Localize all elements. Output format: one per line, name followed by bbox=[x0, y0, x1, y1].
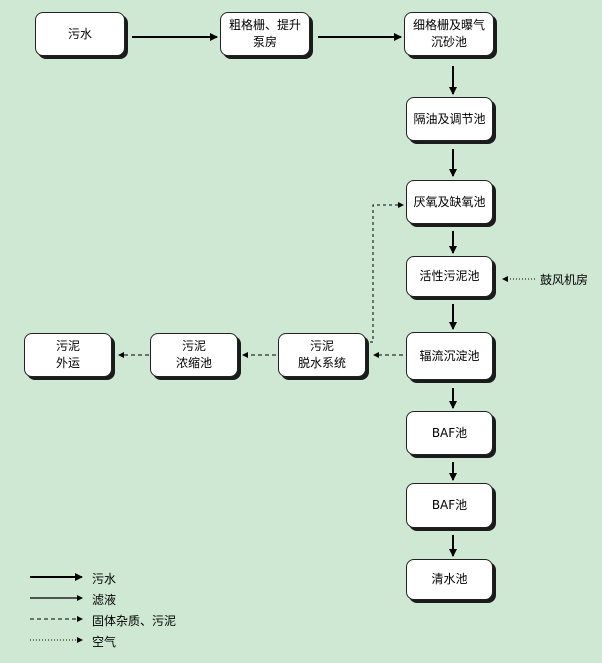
node-sludge-dewatering: 污泥 脱水系统 bbox=[278, 333, 366, 377]
node-sludge-thickening-label: 污泥 浓缩池 bbox=[175, 339, 212, 370]
node-sludge-dewatering-label: 污泥 脱水系统 bbox=[297, 339, 346, 370]
legend-label-filtrate: 滤液 bbox=[92, 593, 117, 607]
node-coarse-screen-label: 粗格栅、提升 泵房 bbox=[228, 18, 301, 49]
node-radial-clarifier-label: 辐流沉淀池 bbox=[419, 348, 480, 363]
node-baf-2: BAF池 bbox=[406, 483, 493, 528]
node-activated-sludge-label: 活性污泥池 bbox=[419, 269, 480, 283]
legend-label-solids: 固体杂质、污泥 bbox=[92, 614, 177, 628]
node-wastewater-label: 污水 bbox=[67, 26, 92, 41]
node-coarse-screen: 粗格栅、提升 泵房 bbox=[220, 12, 310, 56]
node-oil-separation-label: 隔油及调节池 bbox=[413, 111, 486, 126]
node-oil-separation: 隔油及调节池 bbox=[406, 97, 493, 141]
node-baf-1: BAF池 bbox=[406, 411, 493, 455]
node-baf-1-label: BAF池 bbox=[431, 425, 468, 440]
node-anaerobic-anoxic-label: 厌氧及缺氧池 bbox=[413, 194, 486, 209]
node-fine-screen: 细格栅及曝气 沉砂池 bbox=[404, 12, 494, 56]
arrow-filtrate-return bbox=[370, 202, 404, 343]
legend-label-wastewater: 污水 bbox=[92, 572, 117, 586]
node-clear-water-label: 清水池 bbox=[431, 572, 468, 586]
legend-label-air: 空气 bbox=[92, 635, 117, 649]
node-anaerobic-anoxic: 厌氧及缺氧池 bbox=[406, 180, 493, 224]
node-fine-screen-label: 细格栅及曝气 沉砂池 bbox=[412, 18, 485, 49]
node-sludge-export-label: 污泥 外运 bbox=[55, 339, 80, 370]
node-sludge-thickening: 污泥 浓缩池 bbox=[150, 333, 238, 377]
node-sludge-export: 污泥 外运 bbox=[24, 333, 112, 377]
blower-room-label: 鼓风机房 bbox=[540, 273, 589, 287]
node-activated-sludge: 活性污泥池 bbox=[406, 256, 493, 297]
node-wastewater: 污水 bbox=[35, 12, 125, 56]
node-clear-water: 清水池 bbox=[406, 559, 493, 600]
node-radial-clarifier: 辐流沉淀池 bbox=[406, 332, 493, 380]
node-baf-2-label: BAF池 bbox=[431, 498, 468, 512]
